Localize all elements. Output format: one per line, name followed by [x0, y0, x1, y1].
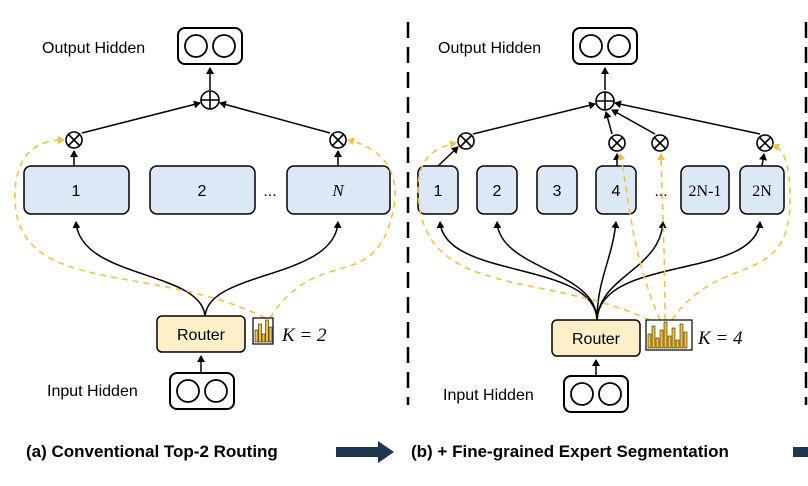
panel-b: Output Hidden — [417, 27, 791, 413]
caption-b: (b) + Fine-grained Expert Segmentation — [411, 442, 729, 461]
multiply-node-icon — [608, 134, 626, 152]
caption-a: (a) Conventional Top-2 Routing — [26, 442, 278, 461]
right-arrow-icon — [336, 441, 394, 463]
ellipsis: ... — [263, 183, 276, 200]
input-hidden-label-a: Input Hidden — [47, 383, 138, 400]
output-hidden-label-b: Output Hidden — [438, 40, 541, 57]
expert-label: 3 — [553, 183, 562, 200]
expert-box-b-2n — [739, 165, 785, 215]
expert-label: N — [331, 181, 345, 200]
output-hidden-label-a: Output Hidden — [42, 40, 145, 57]
sum-node-icon — [595, 91, 615, 111]
output-vector-circle — [184, 34, 208, 58]
multiply-node-icon — [457, 132, 475, 150]
expert-box-b-2 — [476, 165, 518, 215]
expert-label: 2 — [198, 183, 207, 200]
router-box-a — [156, 315, 246, 353]
output-vector-circle — [607, 34, 631, 58]
input-vector-circle — [176, 379, 200, 403]
input-vector-circle — [598, 382, 622, 406]
input-vector-circle — [204, 379, 228, 403]
expert-label: 4 — [612, 183, 621, 200]
expert-box-a-n — [286, 165, 391, 215]
multiply-node-icon — [329, 131, 347, 149]
expert-label: 2 — [493, 183, 502, 200]
router-score-histogram-icon — [252, 317, 274, 345]
panel-a: Output Hidden 1 2 ... — [14, 27, 396, 410]
expert-box-a-1 — [23, 165, 130, 215]
expert-box-a-2 — [149, 165, 256, 215]
sum-node-icon — [200, 90, 220, 110]
router-label: Router — [572, 331, 621, 348]
right-arrow-icon — [793, 447, 808, 457]
expert-box-b-4 — [595, 165, 637, 215]
input-hidden-label-b: Input Hidden — [443, 387, 534, 404]
expert-label: 1 — [434, 183, 443, 200]
multiply-node-icon — [756, 134, 774, 152]
expert-box-b-3 — [536, 165, 578, 215]
input-vector-circle — [570, 382, 594, 406]
ellipsis: ... — [654, 183, 667, 200]
expert-label: 1 — [72, 183, 81, 200]
router-label: Router — [177, 327, 226, 344]
k-label: K = 4 — [697, 328, 743, 349]
expert-label: 2N — [752, 183, 772, 200]
router-box-b — [551, 319, 641, 357]
output-vector-circle — [212, 34, 236, 58]
k-label: K = 2 — [281, 325, 327, 346]
router-score-histogram-icon — [645, 319, 693, 351]
expert-box-b-2n-1 — [680, 165, 730, 215]
output-vector-circle — [579, 34, 603, 58]
multiply-node-icon — [65, 131, 83, 149]
multiply-node-icon — [651, 134, 669, 152]
expert-label: 2N-1 — [689, 183, 722, 200]
